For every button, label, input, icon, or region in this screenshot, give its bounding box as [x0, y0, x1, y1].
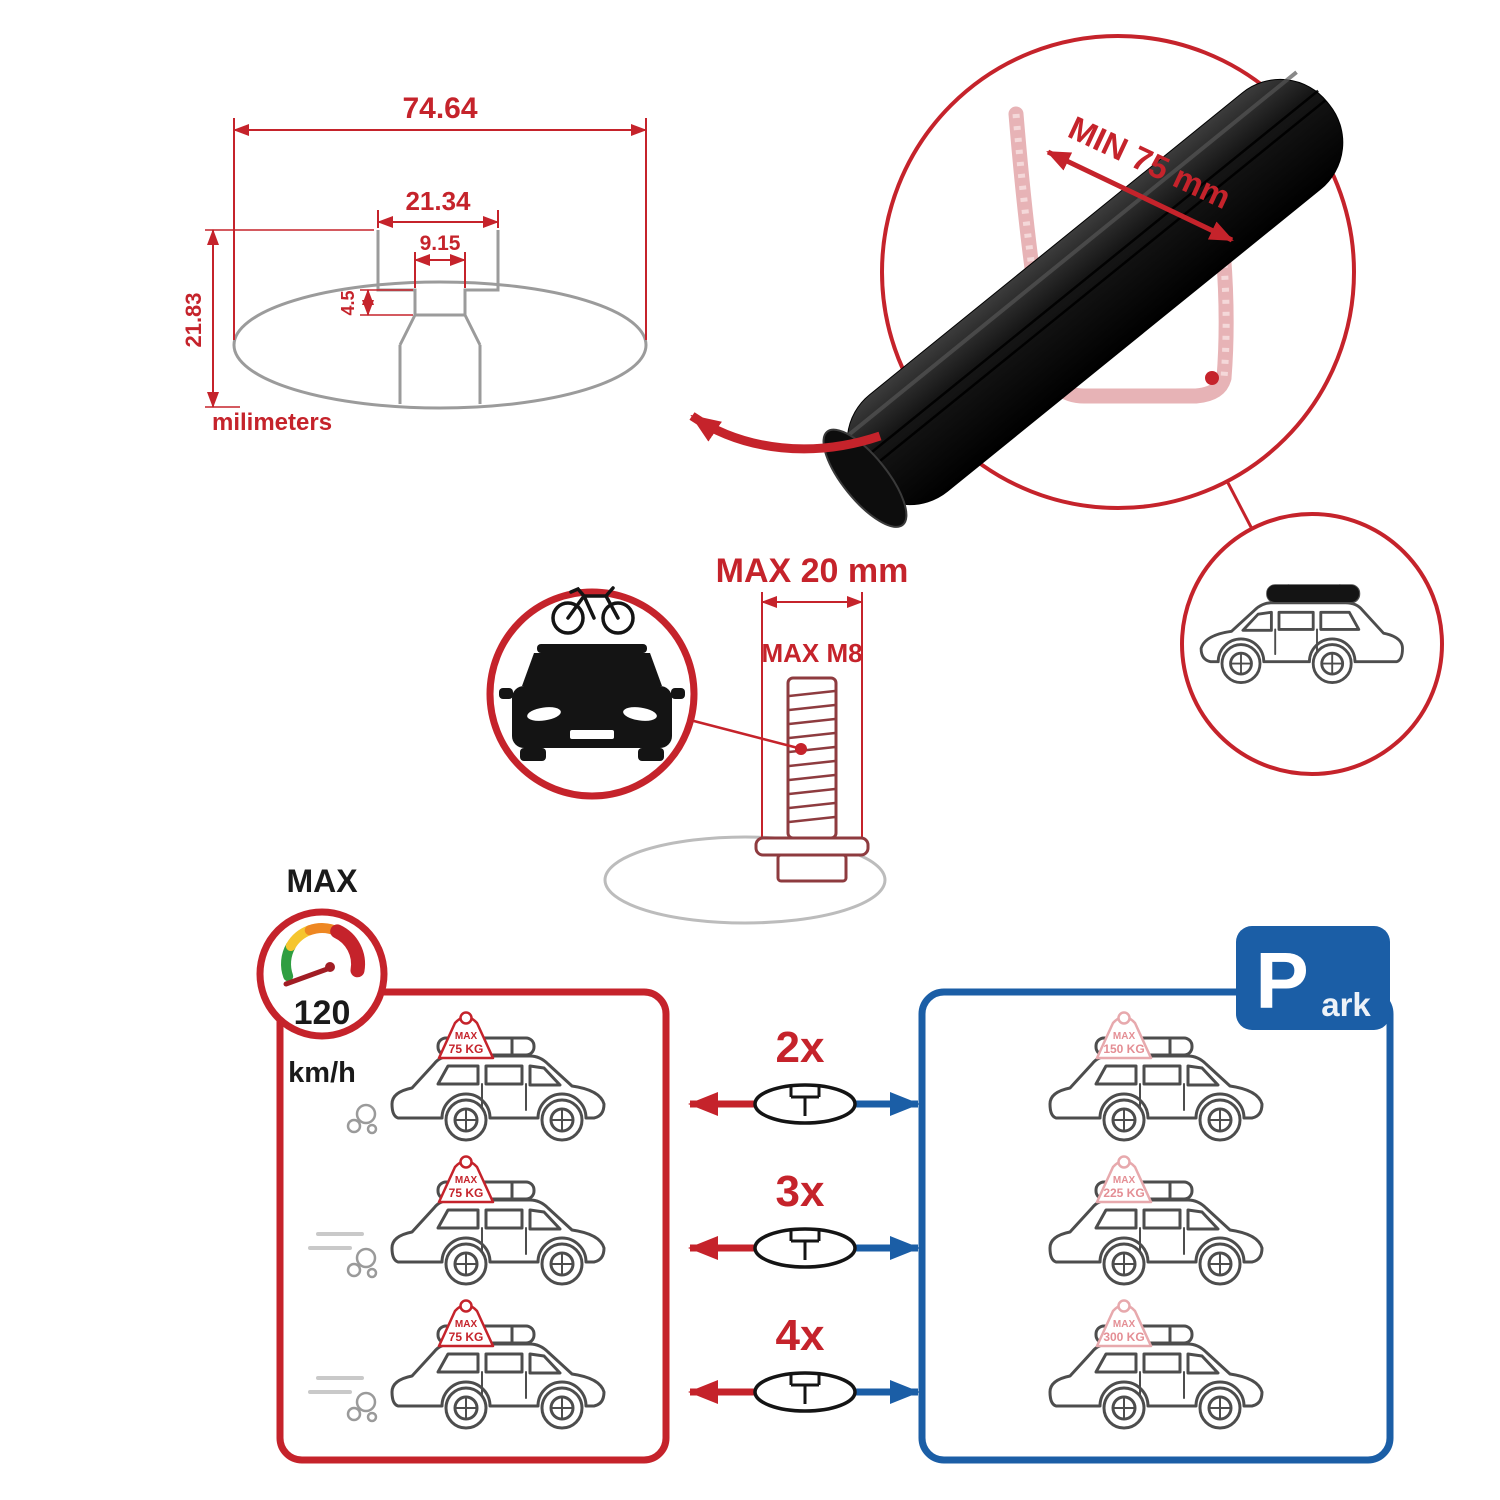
t-bolt-icon	[754, 676, 870, 883]
crossbar-profile-outline	[232, 230, 648, 410]
bolt-max-width-label: MAX 20 mm	[716, 552, 909, 590]
load-tag: MAX 225 KG	[1095, 1155, 1153, 1204]
roof-box-icon	[1267, 585, 1359, 602]
crossbar-section-ghost	[603, 835, 887, 925]
gauge-needle	[283, 965, 333, 987]
exhaust-puffs-icon	[308, 1376, 378, 1423]
park-sign: P ark	[1236, 926, 1390, 1030]
bolt-max-thread-label: MAX M8	[761, 638, 862, 668]
car-front-bike-icon	[499, 586, 685, 761]
load-tag: MAX 75 KG	[437, 1011, 495, 1060]
tag-weight-label: 75 KG	[449, 1330, 484, 1344]
tag-weight-label: 75 KG	[449, 1186, 484, 1200]
u-bolt-clamp-icon	[1008, 106, 1234, 404]
crossbar-cross-section-drawing: 74.64 21.34 9.15 4.5 21.83 milimeters	[181, 92, 648, 436]
bolt-spec-section: MAX 20 mm MAX M8	[603, 552, 909, 925]
clamp-bolt-dot	[1205, 371, 1219, 385]
suv-roofbox-circle	[1180, 512, 1444, 776]
crossbar-section-icon	[753, 1227, 857, 1269]
speed-value: 120	[294, 994, 351, 1032]
min-span-arrow	[1046, 149, 1234, 243]
dim-slot-width: 9.15	[420, 232, 461, 255]
tag-max-label: MAX	[1113, 1319, 1136, 1330]
gauge-arcs	[281, 923, 366, 982]
crossbar-detail-circle: MIN 75 mm	[822, 34, 1356, 528]
pointer-arrow	[689, 412, 882, 454]
tag-max-label: MAX	[1113, 1031, 1136, 1042]
circle-connector-line	[1225, 480, 1254, 530]
tag-weight-label: 300 KG	[1103, 1330, 1144, 1344]
crossbar-section-icon	[753, 1371, 857, 1413]
tag-weight-label: 75 KG	[449, 1042, 484, 1056]
right-panel-cars: MAX 150 KG MAX 225 KG MAX 300 KG	[1048, 1011, 1264, 1430]
speed-max-label: MAX	[286, 863, 358, 899]
multiplier-label: 3x	[776, 1167, 825, 1216]
speed-limit-badge: MAX 120 km/h	[256, 863, 388, 1089]
load-tag: MAX 75 KG	[437, 1299, 495, 1348]
gauge-hub	[325, 962, 335, 972]
tag-max-label: MAX	[455, 1319, 478, 1330]
multiplier-label: 4x	[776, 1311, 825, 1360]
bolt-pointer-dot	[795, 743, 807, 755]
park-sign-suffix: ark	[1321, 986, 1371, 1023]
speed-units: km/h	[288, 1057, 356, 1089]
multiplier-label: 2x	[776, 1023, 825, 1072]
crossbar-count-column: 2x 3x 4x	[688, 1023, 920, 1413]
units-label: milimeters	[212, 409, 332, 436]
dim-total-height: 21.83	[181, 292, 206, 347]
exhaust-puffs-icon	[346, 1103, 378, 1135]
car-bike-circle	[486, 586, 698, 800]
left-panel-cars: MAX 75 KG MAX 75 KG MAX 75 KG	[308, 1011, 606, 1430]
bolt-connector-line	[689, 718, 799, 750]
dimension-lines	[205, 118, 647, 408]
tag-max-label: MAX	[455, 1031, 478, 1042]
exhaust-puffs-icon	[308, 1232, 378, 1279]
park-sign-letter: P	[1255, 936, 1308, 1025]
dim-opening-width: 21.34	[405, 186, 471, 216]
tag-max-label: MAX	[1113, 1175, 1136, 1186]
crossbar-section-icon	[753, 1083, 857, 1125]
load-tag: MAX 150 KG	[1095, 1011, 1153, 1060]
dim-total-width: 74.64	[402, 92, 477, 125]
tag-weight-label: 225 KG	[1103, 1186, 1144, 1200]
load-tag: MAX 300 KG	[1095, 1299, 1153, 1348]
tag-weight-label: 150 KG	[1103, 1042, 1144, 1056]
load-tag: MAX 75 KG	[437, 1155, 495, 1204]
dim-slot-depth: 4.5	[338, 290, 358, 315]
tag-max-label: MAX	[455, 1175, 478, 1186]
bolt-dimension-lines	[761, 592, 863, 846]
